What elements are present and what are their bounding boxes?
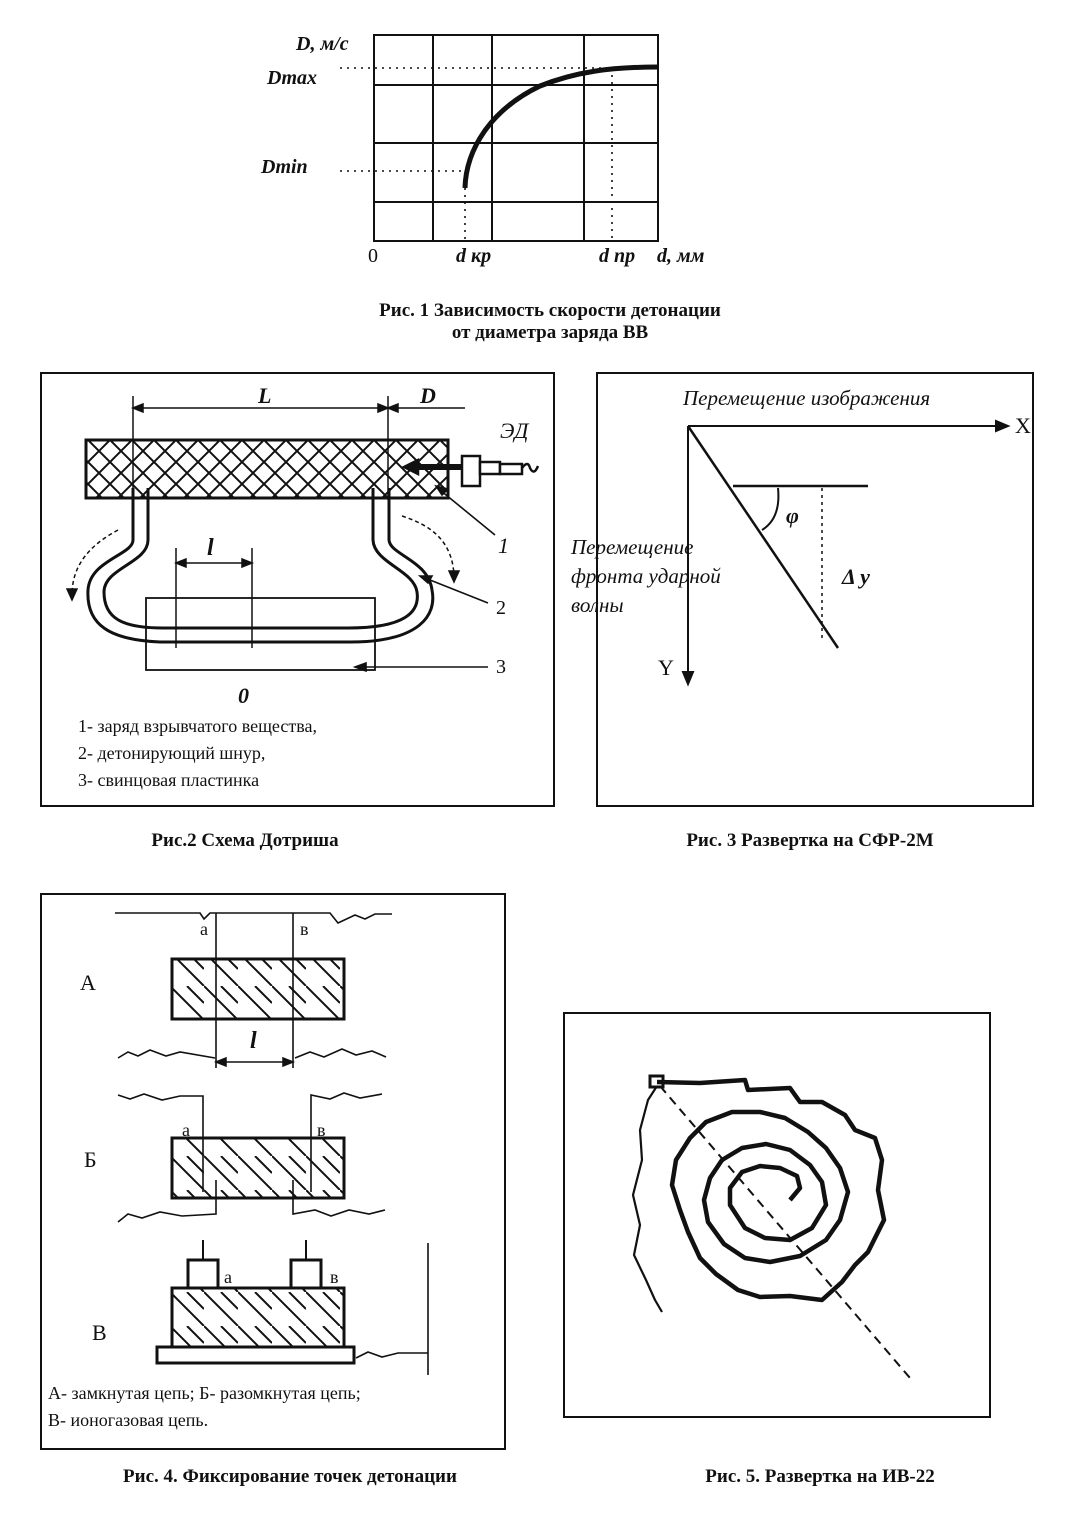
fig4-svg: А а в l Б а в В а в [80, 912, 429, 1375]
fig1-detonation-curve [462, 64, 659, 189]
fig4-row-v-ground-wire [355, 1243, 429, 1375]
fig4-frame [40, 893, 506, 1450]
fig1-dcr-label: d кр [456, 245, 491, 267]
fig4-row-a-charge [170, 957, 346, 1021]
fig2-callout-2: 2 [496, 597, 506, 619]
fig1-chart: D, м/с Dmax Dmin 0 d кр d пр d, мм [0, 0, 1073, 300]
fig2-callout-lines [352, 484, 496, 673]
fig2-dim-L-label: L [257, 383, 271, 408]
fig3-delta-y-label: Δ y [841, 564, 870, 589]
fig4-row-v-probe-b-label: в [330, 1267, 339, 1287]
fig4-row-a-probe-b-label: в [300, 919, 309, 939]
fig2-legend-item-3: 3- свинцовая пластинка [78, 770, 260, 790]
fig4-row-b-top-wire-left [117, 1093, 204, 1192]
fig3-angle-label: φ [786, 503, 799, 528]
fig1-caption: Рис. 1 Зависимость скорости детонации от… [250, 300, 850, 344]
fig3-axes [681, 419, 1011, 687]
fig2-flow-arrows [65, 515, 461, 602]
fig5-spiral-trace [656, 1077, 887, 1303]
fig4-row-a-bottom-wire [117, 1048, 387, 1059]
fig5-svg [631, 1074, 911, 1379]
fig1-dmax-label: Dmax [266, 67, 317, 89]
fig2-frame [40, 372, 555, 807]
fig1-caption-line2: от диаметра заряда ВВ [451, 322, 649, 343]
fig5-frame [563, 1012, 991, 1418]
fig3-front-motion-line1: Перемещение [570, 535, 693, 559]
fig4-row-a-top-wire [115, 912, 392, 924]
fig2-callout-1: 1 [498, 533, 509, 558]
fig2-zero-mark: 0 [238, 683, 249, 708]
fig4-row-a-label: А [80, 970, 96, 995]
fig4-row-b-probe-a-label: а [182, 1120, 190, 1140]
fig3-front-line [686, 425, 840, 649]
fig1-dpr-label: d пр [599, 245, 635, 267]
fig5-diagram [631, 1074, 911, 1379]
fig5-caption: Рис. 5. Развертка на ИВ-22 [705, 1466, 935, 1487]
fig2-dim-l-label: l [207, 535, 214, 561]
fig2-legend: 1- заряд взрывчатого вещества, 2- детони… [78, 713, 317, 794]
fig3-image-motion-label: Перемещение изображения [682, 386, 930, 410]
fig1-origin-label: 0 [368, 245, 378, 267]
fig1-y-axis-label: D, м/с [295, 33, 349, 55]
fig3-front-motion-line3: волны [571, 593, 624, 617]
fig5-outer-trace [631, 1085, 663, 1313]
fig2-detonator [401, 454, 540, 488]
fig2-caption: Рис.2 Схема Дотриша [151, 830, 339, 851]
fig1-grid [374, 35, 658, 241]
fig1-plot-area [373, 34, 659, 242]
fig4-row-b-probe-b-label: в [317, 1120, 326, 1140]
fig2-detonating-cord-inner [102, 488, 419, 630]
fig2-callout-3: 3 [496, 656, 506, 678]
fig4-row-b-charge [170, 1136, 346, 1200]
fig4-legend-line2: В- ионогазовая цепь. [48, 1410, 209, 1430]
fig4-legend: А- замкнутая цепь; Б- разомкнутая цепь; … [48, 1380, 361, 1434]
fig3-angle-arc [761, 487, 780, 531]
fig3-diagram: Перемещение изображения X Y φ Δ y Переме… [570, 386, 1031, 687]
fig4-legend-line1: А- замкнутая цепь; Б- разомкнутая цепь; [48, 1383, 361, 1403]
fig2-dim-l [173, 548, 255, 648]
fig4-dim-l-label: l [250, 1028, 257, 1054]
fig4-row-b-label: Б [84, 1147, 97, 1172]
fig3-front-motion-line2: фронта ударной [571, 564, 721, 588]
fig1-dmin-label: Dmin [260, 156, 308, 178]
fig3-frame [596, 372, 1034, 807]
fig3-y-axis-label: Y [658, 655, 674, 680]
fig2-svg: L D ЭД l 1 2 3 0 [65, 383, 540, 708]
fig4-row-v-label: В [92, 1320, 107, 1345]
fig4-row-b-bottom-wire-right [292, 1180, 386, 1217]
fig2-diagram: L D ЭД l 1 2 3 0 [65, 383, 540, 708]
fig4-row-v-probe-a-label: а [224, 1267, 232, 1287]
fig2-lead-plate [145, 597, 376, 671]
fig4-row-b-top-wire-right [310, 1092, 383, 1192]
fig4-row-v-sensor-a [186, 1258, 220, 1290]
fig3-caption: Рис. 3 Развертка на СФР-2М [686, 830, 934, 851]
fig4-row-b-bottom-wire-left [117, 1180, 217, 1223]
fig4-diagram: А а в l Б а в В а в [80, 912, 429, 1375]
fig3-x-axis-label: X [1015, 413, 1031, 438]
fig1-x-axis-label: d, мм [657, 245, 705, 267]
fig4-row-a-probe-a-label: а [200, 919, 208, 939]
fig4-dim-l [213, 1056, 296, 1068]
fig2-legend-item-2: 2- детонирующий шнур, [78, 743, 266, 763]
fig4-row-v-charge [170, 1286, 346, 1349]
fig2-dim-D-label: D [419, 383, 436, 408]
fig2-legend-item-1: 1- заряд взрывчатого вещества, [78, 716, 317, 736]
fig5-dashed-diagonal [659, 1085, 911, 1379]
fig4-caption: Рис. 4. Фиксирование точек детонации [123, 1466, 457, 1487]
fig1-svg: D, м/с Dmax Dmin 0 d кр d пр d, мм [260, 33, 705, 267]
fig3-svg: Перемещение изображения X Y φ Δ y Переме… [570, 386, 1031, 687]
fig1-caption-line1: Рис. 1 Зависимость скорости детонации [379, 300, 721, 321]
fig2-detonator-label: ЭД [500, 418, 529, 443]
fig1-guides [340, 67, 613, 241]
fig2-detonating-cord-outer [86, 488, 435, 644]
